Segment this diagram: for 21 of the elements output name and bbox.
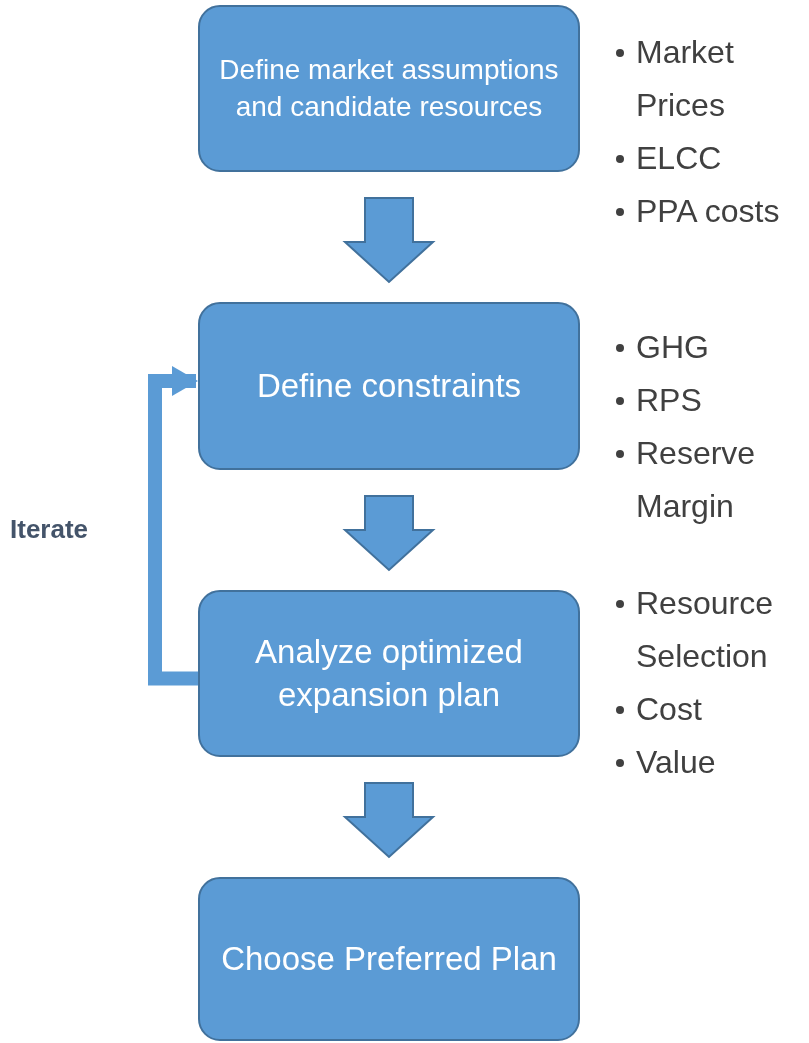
bullet-text: Value — [636, 744, 716, 780]
block-arrow — [342, 495, 436, 572]
box-label: Choose Preferred Plan — [221, 938, 557, 979]
bullet-text: RPS — [636, 382, 702, 418]
bullet-text: Market Prices — [636, 34, 734, 123]
bullet-text: Reserve Margin — [636, 435, 756, 524]
edge-label: Iterate — [10, 513, 89, 545]
process-box — [198, 877, 580, 1041]
bullet-text: PPA costs — [636, 193, 780, 229]
bullet-text: Cost — [636, 691, 702, 727]
process-box — [198, 5, 580, 172]
bullet-text: ELCC — [636, 140, 722, 176]
process-box — [198, 302, 580, 470]
block-arrow — [342, 782, 436, 859]
process-box — [198, 590, 580, 757]
box-label: Define market assumptions and candidate resources — [218, 53, 560, 124]
box-label: Define constraints — [256, 365, 522, 406]
bullet-text: Resource Selection — [636, 585, 773, 674]
bullet-text: GHG — [636, 329, 709, 365]
block-arrow — [342, 197, 436, 284]
box-label: Analyze optimized expansion plan — [254, 631, 524, 715]
